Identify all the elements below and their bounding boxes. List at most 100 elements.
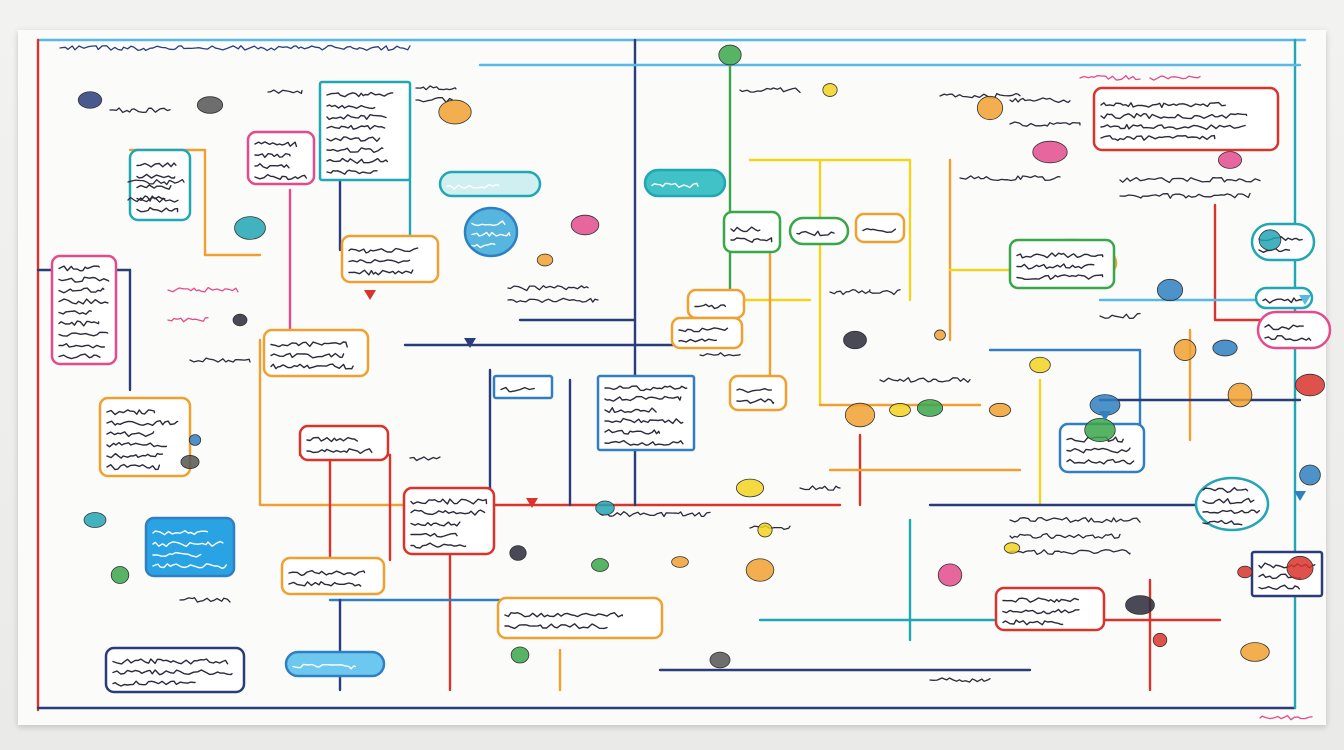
sticker-doodle <box>1152 632 1168 648</box>
scribble-text <box>106 409 156 416</box>
scribble-text <box>136 162 177 168</box>
node-shape <box>1256 310 1332 350</box>
scribble-text <box>739 87 801 94</box>
diagram-node <box>402 486 496 556</box>
scribble-text <box>179 597 231 603</box>
scribble-text <box>471 220 506 227</box>
diagram-node <box>262 328 370 378</box>
scribble-text <box>326 104 376 110</box>
sticker-doodle <box>1029 356 1051 374</box>
node-shape <box>670 316 744 350</box>
scribble-text <box>1100 134 1216 142</box>
connector-line <box>748 158 912 302</box>
scribble-text <box>58 343 106 349</box>
scribble-text <box>1202 497 1255 505</box>
sticker-doodle <box>509 545 527 561</box>
sticker-doodle <box>510 646 530 664</box>
sticker-doodle <box>438 99 472 125</box>
scribble-text <box>58 353 101 360</box>
node-shape <box>686 288 746 320</box>
diagram-node <box>104 646 246 694</box>
scribble-text <box>270 341 348 348</box>
scribble-text <box>326 147 384 154</box>
annotation-scribbles <box>59 44 1313 721</box>
diagram-node <box>284 650 386 678</box>
scribble-text <box>410 542 467 549</box>
scribble-text <box>1009 516 1141 524</box>
sticker-doodle <box>745 558 775 582</box>
scribble-text <box>471 231 511 237</box>
scribble-text <box>410 521 461 527</box>
scribble-text <box>112 669 233 676</box>
node-shape <box>438 170 542 198</box>
scribble-text <box>599 511 711 518</box>
scribble-text <box>1009 121 1081 127</box>
scribble-text <box>604 439 684 446</box>
scribble-text <box>58 320 100 327</box>
scribble-text <box>1202 509 1261 514</box>
sticker-doodle <box>718 44 742 66</box>
sticker-doodle <box>1212 339 1238 357</box>
diagram-node <box>722 210 782 254</box>
sticker-doodle <box>843 330 867 350</box>
scribble-text <box>152 530 209 536</box>
sticker-doodle <box>83 512 107 528</box>
connector-lines <box>36 38 1307 712</box>
diagram-node <box>596 374 696 452</box>
scribble-text <box>326 91 394 98</box>
node-shape <box>262 328 370 378</box>
sticker-doodle <box>1295 373 1325 397</box>
sticker-doodle <box>1258 229 1282 251</box>
scribble-text <box>254 163 290 169</box>
scribble-text <box>127 178 185 186</box>
scribble-text <box>678 327 729 333</box>
scribble-text <box>1009 549 1131 556</box>
sticker-doodle <box>844 402 876 428</box>
sticker-doodle <box>1084 417 1116 443</box>
node-shape <box>496 596 664 640</box>
sticker-doodle <box>735 478 765 498</box>
node-shape <box>596 374 696 452</box>
arrowhead <box>1299 295 1311 305</box>
node-shape <box>463 206 519 258</box>
sticker-doodle <box>1156 278 1184 302</box>
scribble-text <box>1009 532 1121 540</box>
scribble-text <box>1259 714 1313 721</box>
scribble-text <box>288 569 366 577</box>
node-shape <box>1008 238 1116 290</box>
scribble-text <box>1119 176 1261 184</box>
scribble-text <box>410 498 488 505</box>
node-shape <box>402 486 496 556</box>
scribble-text <box>1016 252 1104 259</box>
scribble-text <box>136 184 172 190</box>
node-shape <box>318 80 412 182</box>
scribble-text <box>1066 458 1135 465</box>
sticker-doodle <box>1237 565 1253 579</box>
scribble-text <box>500 386 535 393</box>
sticker-doodle <box>536 253 554 267</box>
scribble-text <box>1100 123 1246 130</box>
scribble-text <box>604 385 688 392</box>
scribble-text <box>152 551 202 558</box>
sticker-doodle <box>934 329 946 341</box>
sticker-doodle <box>709 651 731 669</box>
scribble-text <box>604 429 661 435</box>
scribble-text <box>59 44 411 52</box>
sticker-doodle <box>110 566 130 584</box>
diagram-node <box>463 206 519 258</box>
sticker-doodle <box>591 558 609 572</box>
arrowhead <box>1099 411 1111 421</box>
node-shape <box>280 556 386 596</box>
scribble-text <box>326 136 381 142</box>
diagram-node <box>643 168 727 198</box>
scribble-text <box>879 377 971 383</box>
scribble-text <box>730 226 761 233</box>
scribble-text <box>348 247 419 254</box>
sticker-doodle <box>937 563 963 587</box>
diagram-node <box>438 170 542 198</box>
scribble-text <box>136 195 166 202</box>
scribble-text <box>604 417 684 425</box>
sticker-doodle <box>77 91 103 109</box>
scribble-text <box>507 285 589 292</box>
scribble-text <box>1202 519 1243 526</box>
